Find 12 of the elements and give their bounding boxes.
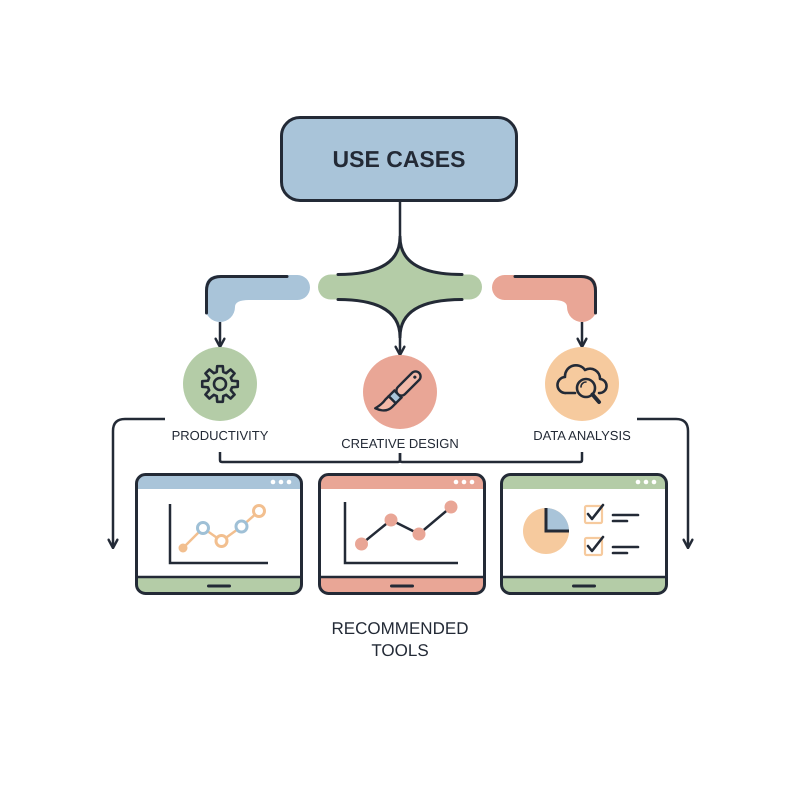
use-case-label: PRODUCTIVITY — [172, 428, 268, 443]
arrow — [214, 322, 226, 348]
connector-line — [398, 202, 402, 237]
section-label: RECOMMENDED TOOLS — [332, 618, 468, 662]
box-heading: USE CASES — [332, 145, 466, 173]
arrow — [394, 337, 406, 356]
use-case-label: DATA ANALYSIS — [533, 428, 631, 443]
arrow — [576, 322, 588, 348]
rounded-box — [280, 116, 518, 202]
use-case-label: CREATIVE DESIGN — [341, 436, 459, 451]
arrow — [107, 418, 165, 550]
arrow — [637, 418, 694, 550]
